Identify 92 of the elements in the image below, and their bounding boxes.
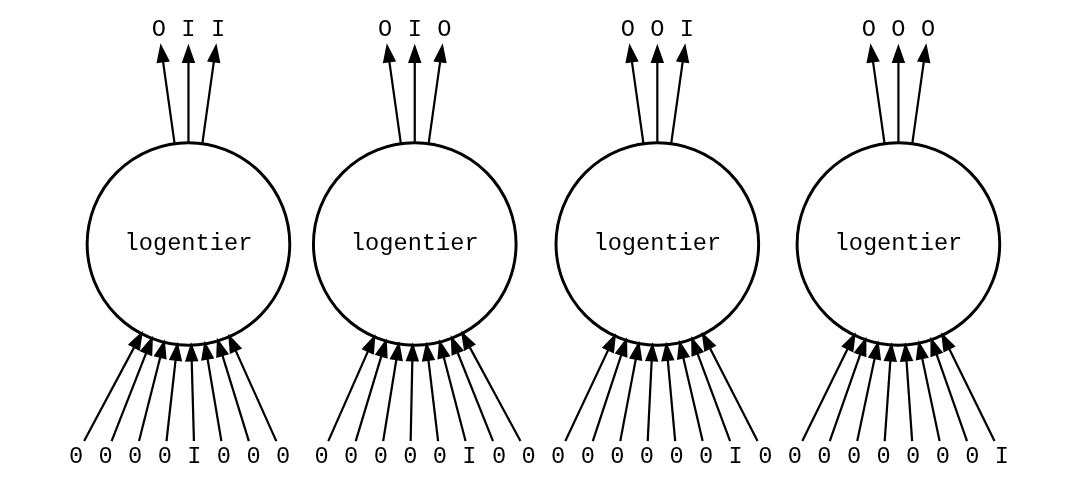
arrow (110, 335, 153, 442)
arrow (591, 337, 628, 442)
arrow (460, 330, 522, 442)
arrow (181, 43, 196, 143)
node-text: 0 (344, 443, 359, 471)
arrow (856, 340, 882, 442)
node-text: I (462, 443, 477, 471)
node-text: 0 (432, 443, 447, 471)
node-text: 0 (610, 443, 625, 471)
arrow (83, 330, 143, 442)
node-text: 0 (403, 443, 418, 471)
node-text: I (181, 15, 196, 43)
node-text: 0 (314, 443, 329, 471)
node-text: 0 (491, 443, 507, 471)
arrow (911, 43, 931, 144)
node-text: O (620, 15, 635, 43)
node-text: 0 (817, 443, 832, 471)
node-text: I (994, 443, 1010, 471)
node-text: 0 (846, 443, 862, 471)
arrow (201, 43, 221, 144)
arrow (408, 43, 422, 143)
arrow (676, 339, 704, 442)
arrow (625, 43, 645, 144)
node-text: I (210, 15, 226, 43)
arrow (427, 43, 447, 144)
arrow (450, 335, 495, 442)
node-text: O (437, 15, 452, 43)
arrow (165, 341, 183, 442)
node-text: O (650, 15, 665, 43)
arrow (564, 333, 617, 442)
node-text: 0 (699, 443, 714, 471)
arrow (421, 341, 440, 442)
node-circle: logentier (554, 141, 761, 347)
node-text: 0 (876, 443, 891, 471)
arrow (930, 336, 969, 442)
arrow (883, 342, 897, 442)
arrow (437, 339, 467, 442)
node-text: O (920, 15, 936, 43)
node-text: 0 (965, 443, 980, 471)
arrow (184, 342, 199, 442)
node-text: 0 (98, 443, 113, 471)
node-text: 0 (246, 443, 261, 471)
arrow (137, 339, 167, 442)
node-text: 0 (157, 443, 172, 471)
node-text: 0 (276, 443, 291, 471)
arrow (216, 337, 250, 442)
node-text: 0 (787, 443, 802, 471)
arrow (915, 340, 941, 442)
arrow (327, 334, 376, 442)
arrow (828, 336, 867, 442)
arrow (801, 332, 856, 442)
arrow (670, 43, 690, 144)
node-circle: logentier (85, 141, 292, 347)
node-text: 0 (639, 443, 655, 471)
arrow (644, 342, 659, 442)
arrow (354, 338, 388, 442)
arrow (661, 341, 677, 442)
arrow (405, 342, 420, 442)
node-text: 0 (580, 443, 595, 471)
arrow (941, 332, 996, 442)
node-text: I (407, 15, 422, 43)
arrow (899, 342, 914, 442)
node-text: O (378, 15, 393, 43)
arrow (228, 333, 278, 442)
node-circle: logentier (795, 141, 1002, 347)
node-text: I (187, 443, 202, 471)
node-text: 0 (758, 443, 773, 471)
node-text: 0 (906, 443, 921, 471)
node-text: 0 (373, 443, 388, 471)
arrow (382, 43, 402, 144)
node-text: 0 (935, 443, 950, 471)
arrow (201, 340, 223, 442)
arrow (701, 331, 759, 442)
arrow (866, 43, 886, 144)
arrow (619, 340, 643, 442)
node-circle: logentier (311, 141, 518, 347)
arrow (891, 43, 906, 143)
arrow (691, 336, 732, 442)
node-text: 0 (521, 443, 536, 471)
node-text: 0 (68, 443, 84, 471)
node-text: O (891, 15, 906, 43)
node-text: 0 (128, 443, 143, 471)
node-text: O (151, 15, 166, 43)
node-text: 0 (216, 443, 232, 471)
node-text: 0 (551, 443, 566, 471)
node-text: O (861, 15, 876, 43)
arrow (156, 43, 176, 144)
arrow (382, 341, 403, 442)
arrow (650, 43, 665, 143)
node-text: I (679, 15, 695, 43)
node-text: I (728, 443, 743, 471)
node-text: 0 (669, 443, 684, 471)
